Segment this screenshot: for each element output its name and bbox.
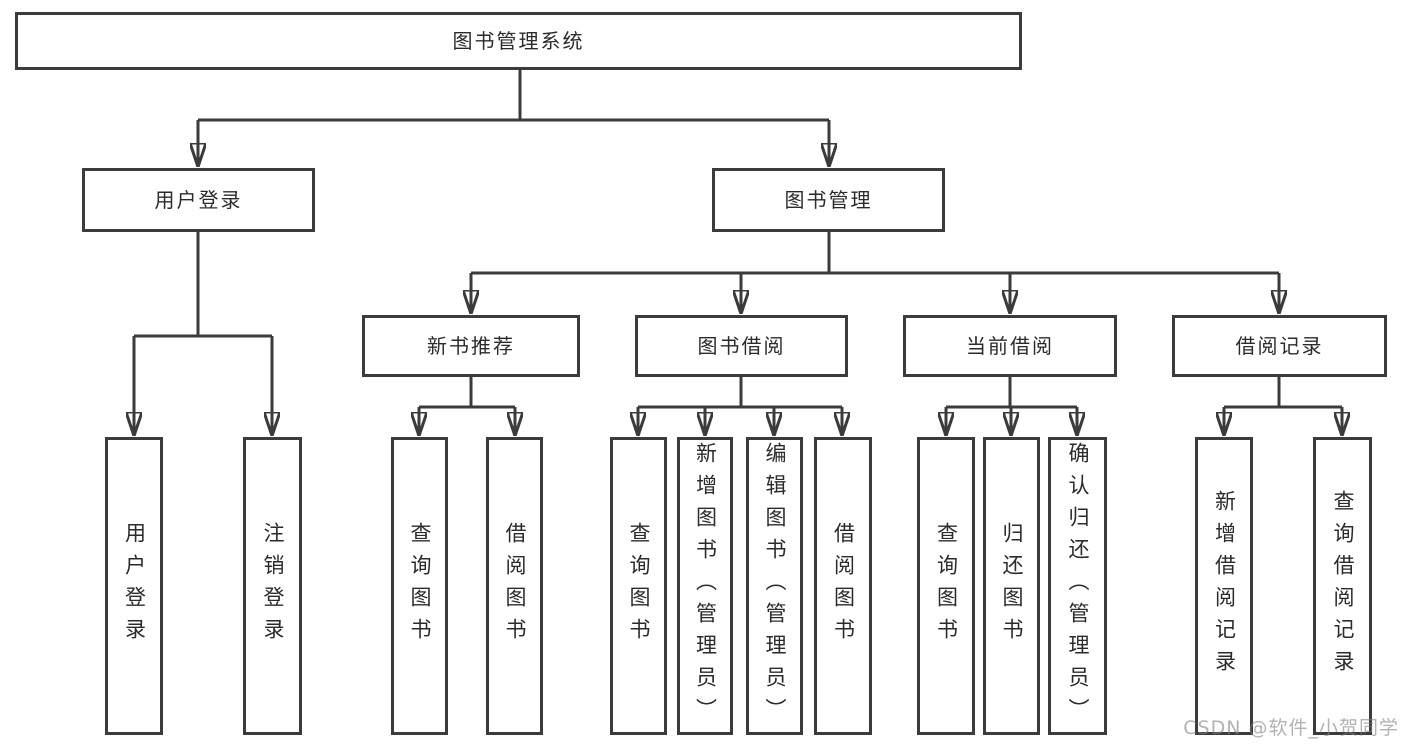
leaf-label: 新增图书（管理员） [693, 442, 718, 730]
node-label: 图书管理 [784, 188, 873, 212]
node-label: 图书借阅 [697, 334, 786, 358]
leaf-label: 查询图书 [627, 522, 651, 650]
leaf-bb-borrow-book: 借阅图书 [814, 437, 872, 735]
node-root-library-system: 图书管理系统 [15, 12, 1022, 70]
leaf-label: 用户登录 [122, 522, 147, 650]
leaf-cb-query-book: 查询图书 [917, 437, 975, 735]
node-book-borrow: 图书借阅 [635, 315, 848, 377]
leaf-label: 借阅图书 [831, 522, 856, 650]
leaf-bb-add-book-admin: 新增图书（管理员） [677, 437, 733, 735]
connector-book-borrow-branch [638, 377, 842, 435]
leaf-label: 查询借阅记录 [1331, 490, 1355, 682]
node-label: 用户登录 [154, 188, 243, 212]
leaf-label: 新增借阅记录 [1212, 490, 1237, 682]
connector-book-mgmt-branch [471, 232, 1279, 313]
leaf-label: 确认归还（管理员） [1066, 442, 1090, 730]
node-label: 当前借阅 [966, 334, 1054, 358]
node-user-login: 用户登录 [82, 168, 315, 232]
leaf-cb-return-book: 归还图书 [983, 437, 1040, 735]
leaf-br-add-record: 新增借阅记录 [1195, 437, 1253, 735]
connector-user-login-branch [134, 232, 272, 435]
leaf-nbr-borrow-book: 借阅图书 [486, 437, 543, 735]
connector-current-borrow-branch [946, 377, 1077, 435]
leaf-label: 查询图书 [934, 522, 959, 650]
leaf-logout: 注销登录 [243, 437, 302, 735]
node-new-book-recommend: 新书推荐 [362, 315, 580, 377]
node-label: 借阅记录 [1235, 334, 1324, 358]
node-current-borrow: 当前借阅 [903, 315, 1117, 377]
connector-root-to-level2 [198, 70, 829, 166]
leaf-user-login: 用户登录 [105, 437, 163, 735]
node-label: 新书推荐 [427, 334, 515, 358]
leaf-label: 借阅图书 [503, 522, 527, 650]
leaf-label: 编辑图书（管理员） [763, 442, 787, 730]
leaf-label: 查询图书 [408, 522, 432, 650]
leaf-label: 归还图书 [1000, 522, 1024, 650]
leaf-label: 注销登录 [261, 522, 285, 650]
leaf-bb-query-book: 查询图书 [610, 437, 667, 735]
leaf-br-query-record: 查询借阅记录 [1313, 437, 1372, 735]
node-book-management: 图书管理 [712, 168, 945, 232]
leaf-nbr-query-book: 查询图书 [391, 437, 448, 735]
leaf-cb-confirm-return-admin: 确认归还（管理员） [1048, 437, 1107, 735]
node-borrow-record: 借阅记录 [1172, 315, 1387, 377]
leaf-bb-edit-book-admin: 编辑图书（管理员） [746, 437, 803, 735]
connector-borrow-record-branch [1224, 377, 1342, 435]
connector-new-book-branch [419, 377, 515, 435]
node-label: 图书管理系统 [452, 29, 585, 53]
